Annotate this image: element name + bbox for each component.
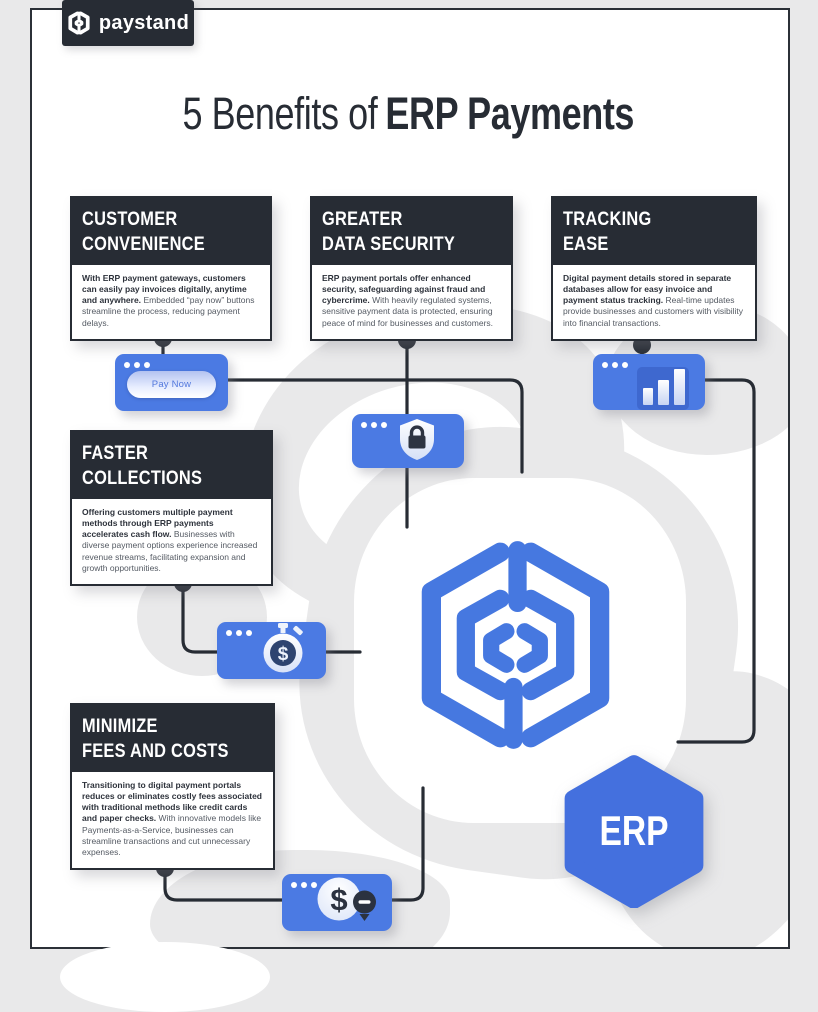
svg-text:$: $ (277, 644, 288, 665)
window-dots-icon (291, 882, 317, 888)
benefit-body-bold: ERP payment portals offer enhanced secur… (322, 272, 486, 306)
benefit-body: Offering customers multiple payment meth… (72, 499, 271, 584)
benefit-title-line: CONVENIENCE (82, 233, 205, 256)
benefit-box-data-security: GREATER DATA SECURITY ERP payment portal… (310, 196, 513, 341)
benefit-body: With ERP payment gateways, customers can… (72, 265, 270, 339)
brand-name: paystand (98, 11, 190, 34)
benefit-title-line: FEES AND COSTS (82, 740, 229, 763)
benefit-header: GREATER DATA SECURITY (312, 198, 511, 265)
benefit-body-text: Embedded “pay now” buttons streamline th… (82, 295, 255, 328)
benefit-box-tracking-ease: TRACKING EASE Digital payment details st… (551, 196, 757, 341)
benefit-title-line: FASTER (82, 442, 149, 464)
benefit-title-line: EASE (563, 233, 609, 256)
benefit-body-text: With heavily regulated systems, sensitiv… (322, 295, 494, 328)
benefit-body: ERP payment portals offer enhanced secur… (312, 265, 511, 339)
benefit-box-minimize-fees: MINIMIZE FEES AND COSTS Transitioning to… (70, 703, 275, 871)
title-bold: ERP Payments (385, 88, 634, 139)
benefit-body-bold: With ERP payment gateways, customers can… (82, 272, 247, 306)
paystand-logo-icon (67, 11, 91, 35)
background-blob (60, 942, 270, 1012)
benefit-title-line: COLLECTIONS (82, 467, 203, 490)
pay-now-label: Pay Now (151, 379, 192, 390)
benefit-body-bold: Digital payment details stored in separa… (563, 272, 732, 306)
window-dots-icon (602, 362, 628, 368)
paystand-hexagon-logo (404, 536, 627, 759)
benefit-header: MINIMIZE FEES AND COSTS (72, 705, 273, 772)
window-dots-icon (361, 422, 387, 428)
benefit-title-line: MINIMIZE (82, 715, 158, 737)
erp-hexagon-badge: ERP (560, 754, 708, 909)
benefit-box-faster-collections: FASTER COLLECTIONS Offering customers mu… (70, 430, 273, 586)
benefit-body-text: Real-time updates provide businesses and… (563, 295, 743, 328)
benefit-body-text: Businesses with diverse payment options … (82, 529, 258, 573)
collections-card: $ (217, 622, 326, 679)
benefit-title-line: CUSTOMER (82, 208, 178, 230)
fees-card: $ (282, 874, 392, 931)
benefit-body-bold: Offering customers multiple payment meth… (82, 506, 233, 540)
benefit-box-customer-convenience: CUSTOMER CONVENIENCE With ERP payment ga… (70, 196, 272, 341)
bar-chart-icon (593, 354, 705, 410)
dollar-discount-icon: $ (311, 874, 385, 931)
page-background: { "brand": { "name": "paystand" }, "titl… (30, 0, 790, 1012)
benefit-body: Digital payment details stored in separa… (553, 265, 755, 339)
shield-lock-icon (397, 417, 437, 466)
benefit-header: FASTER COLLECTIONS (72, 432, 271, 499)
erp-label: ERP (599, 807, 669, 854)
tracking-card (593, 354, 705, 410)
benefit-header: TRACKING EASE (553, 198, 755, 265)
pay-now-card: Pay Now (115, 354, 228, 411)
benefit-title-line: TRACKING (563, 208, 652, 230)
svg-text:$: $ (330, 882, 347, 917)
benefit-title-line: GREATER (322, 208, 403, 230)
brand-badge: paystand (62, 0, 194, 46)
security-card (352, 414, 464, 468)
benefit-body: Transitioning to digital payment portals… (72, 772, 273, 869)
window-dots-icon (124, 362, 150, 368)
window-dots-icon (226, 630, 252, 636)
stopwatch-dollar-icon: $ (257, 622, 309, 679)
title-regular: 5 Benefits of (182, 88, 378, 139)
benefit-header: CUSTOMER CONVENIENCE (72, 198, 270, 265)
pay-now-button: Pay Now (127, 371, 216, 398)
benefit-title-line: DATA SECURITY (322, 233, 456, 256)
